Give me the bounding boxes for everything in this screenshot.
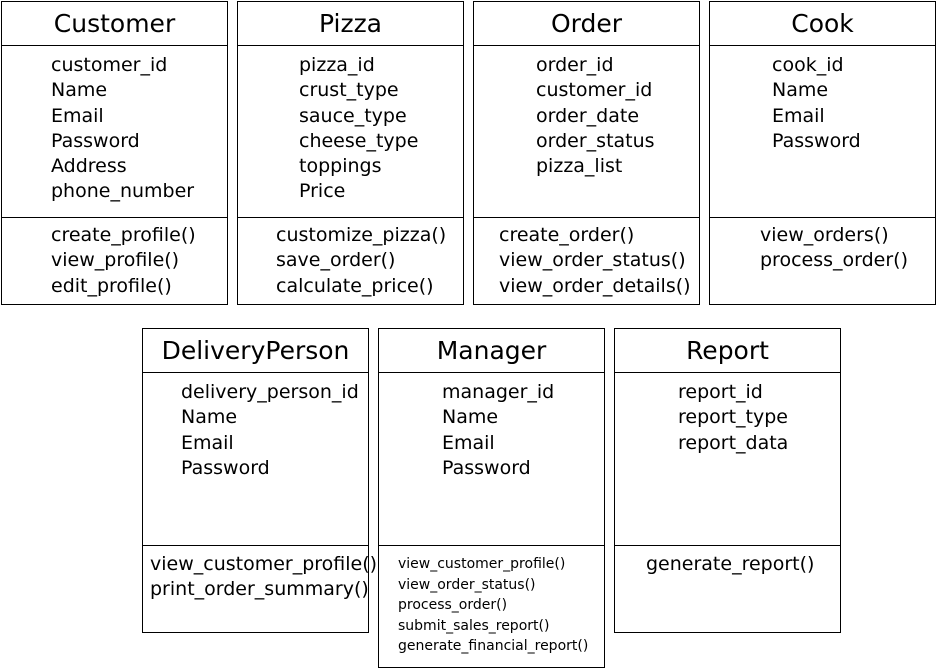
class-box-report: Report report_id report_type report_data… (614, 328, 841, 633)
class-name: Pizza (238, 2, 463, 46)
method-list: create_order() view_order_status() view_… (474, 217, 699, 299)
method: generate_report() (646, 553, 815, 575)
method-list: view_customer_profile() print_order_summ… (143, 545, 378, 603)
method: create_profile() (51, 224, 196, 246)
method: view_customer_profile() (150, 553, 378, 575)
method: view_order_details() (499, 274, 691, 297)
attribute-list: customer_id Name Email Password Address … (2, 46, 227, 205)
attribute: Name (442, 406, 499, 429)
attribute: Password (51, 129, 140, 152)
attribute: Email (442, 431, 495, 454)
attribute: Password (772, 129, 861, 152)
class-name: DeliveryPerson (143, 329, 368, 373)
class-box-cook: Cook cook_id Name Email Password view_or… (709, 1, 936, 305)
attribute-list: pizza_id crust_type sauce_type cheese_ty… (238, 46, 463, 205)
method-list: customize_pizza() save_order() calculate… (238, 217, 463, 299)
attribute: order_id (536, 54, 614, 76)
attribute: Name (181, 406, 238, 429)
attribute: toppings (299, 155, 382, 178)
method: view_customer_profile() (398, 556, 566, 572)
method: calculate_price() (276, 274, 434, 297)
attribute: Password (181, 456, 270, 479)
attribute: Email (181, 431, 234, 454)
attribute: Email (772, 104, 825, 127)
method: submit_sales_report() (398, 617, 550, 634)
attribute-list: order_id customer_id order_date order_st… (474, 46, 699, 179)
attribute: pizza_list (536, 155, 623, 178)
method-list: view_orders() process_order() (710, 217, 935, 274)
method: view_profile() (51, 249, 180, 272)
method: edit_profile() (51, 274, 172, 297)
method: customize_pizza() (276, 224, 447, 246)
method: process_order() (398, 597, 508, 613)
attribute: Password (442, 456, 531, 479)
attribute-list: delivery_person_id Name Email Password (143, 373, 368, 481)
attribute: delivery_person_id (181, 381, 359, 403)
class-name: Cook (710, 2, 935, 46)
attribute-list: cook_id Name Email Password (710, 46, 935, 154)
method-list: view_customer_profile() view_order_statu… (379, 545, 604, 657)
method: create_order() (499, 224, 635, 246)
attribute: cook_id (772, 54, 844, 76)
attribute: cheese_type (299, 129, 419, 152)
class-box-order: Order order_id customer_id order_date or… (473, 1, 700, 305)
method-list: create_profile() view_profile() edit_pro… (2, 217, 227, 299)
method: view_orders() (760, 224, 889, 246)
class-name: Order (474, 2, 699, 46)
method: generate_financial_report() (398, 638, 589, 654)
class-name: Report (615, 329, 840, 373)
attribute: Email (51, 104, 104, 127)
attribute-list: manager_id Name Email Password (379, 373, 604, 481)
attribute: customer_id (536, 79, 653, 102)
attribute: Price (299, 180, 346, 203)
class-box-manager: Manager manager_id Name Email Password v… (378, 328, 605, 668)
method: view_order_status() (398, 576, 536, 593)
attribute: pizza_id (299, 54, 375, 76)
class-box-customer: Customer customer_id Name Email Password… (1, 1, 228, 305)
attribute-list: report_id report_type report_data (615, 373, 840, 456)
attribute: Name (51, 79, 108, 102)
method: process_order() (760, 249, 909, 272)
class-name: Manager (379, 329, 604, 373)
method: save_order() (276, 249, 396, 272)
attribute: customer_id (51, 54, 168, 76)
method-list: generate_report() (615, 545, 840, 577)
attribute: report_id (678, 381, 763, 403)
attribute: crust_type (299, 79, 399, 102)
attribute: order_date (536, 104, 640, 127)
attribute: report_data (678, 431, 789, 454)
attribute: Name (772, 79, 829, 102)
attribute: manager_id (442, 381, 555, 403)
class-name: Customer (2, 2, 227, 46)
attribute: report_type (678, 406, 788, 429)
class-box-pizza: Pizza pizza_id crust_type sauce_type che… (237, 1, 464, 305)
attribute: phone_number (51, 180, 195, 203)
method: view_order_status() (499, 249, 686, 272)
attribute: order_status (536, 129, 655, 152)
method: print_order_summary() (150, 578, 369, 601)
class-box-delivery-person: DeliveryPerson delivery_person_id Name E… (142, 328, 378, 633)
attribute: sauce_type (299, 104, 407, 127)
attribute: Address (51, 155, 127, 178)
